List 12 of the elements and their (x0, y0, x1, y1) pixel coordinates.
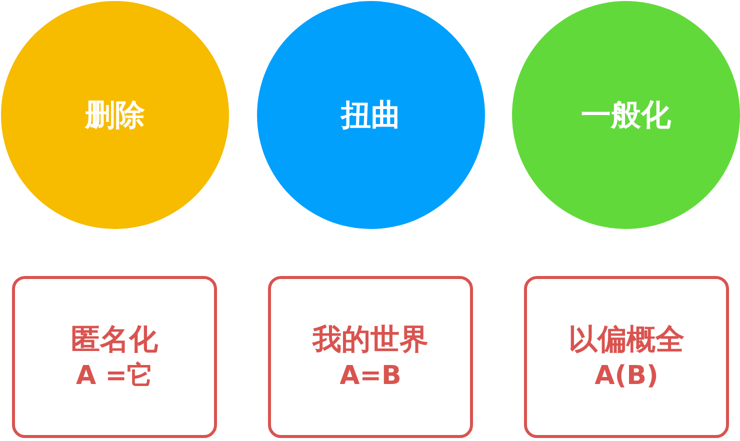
circle-label: 扭曲 (341, 98, 401, 132)
box-formula: A=B (340, 360, 402, 392)
box-formula: A =它 (76, 360, 153, 392)
box-heading: 匿名化 (71, 322, 158, 357)
box-formula: A(B) (594, 360, 658, 392)
box-heading: 我的世界 (312, 322, 428, 357)
circle-label: 一般化 (581, 98, 671, 132)
example-box (12, 276, 217, 438)
circle-label: 删除 (85, 98, 145, 132)
box-heading: 以偏概全 (568, 322, 684, 357)
example-box (524, 276, 729, 438)
example-box (268, 276, 473, 438)
